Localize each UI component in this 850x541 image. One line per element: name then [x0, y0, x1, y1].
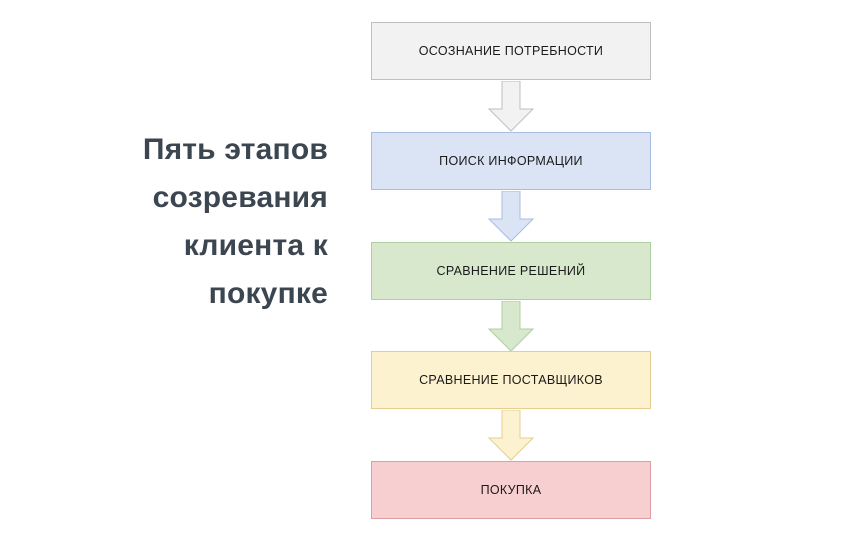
- down-arrow-icon: [488, 81, 534, 132]
- stage-box-purchase[interactable]: ПОКУПКА: [371, 461, 651, 519]
- stage-label: ПОКУПКА: [480, 483, 542, 497]
- stage-label: ПОИСК ИНФОРМАЦИИ: [439, 154, 583, 168]
- stage-box-solution-comparison[interactable]: СРАВНЕНИЕ РЕШЕНИЙ: [371, 242, 651, 300]
- stage-label: ОСОЗНАНИЕ ПОТРЕБНОСТИ: [418, 44, 604, 58]
- stage-label: СРАВНЕНИЕ РЕШЕНИЙ: [436, 264, 586, 278]
- stage-flow: ОСОЗНАНИЕ ПОТРЕБНОСТИ ПОИСК ИНФОРМАЦИИ С…: [371, 22, 651, 520]
- stage-box-awareness[interactable]: ОСОЗНАНИЕ ПОТРЕБНОСТИ: [371, 22, 651, 80]
- down-arrow-icon: [488, 301, 534, 352]
- down-arrow-shape: [488, 301, 534, 352]
- stage-box-information-search[interactable]: ПОИСК ИНФОРМАЦИИ: [371, 132, 651, 190]
- down-arrow-shape: [488, 191, 534, 242]
- page-title: Пять этапов созревания клиента к покупке: [142, 133, 328, 310]
- down-arrow-shape: [488, 81, 534, 132]
- down-arrow-icon: [488, 191, 534, 242]
- stage-label: СРАВНЕНИЕ ПОСТАВЩИКОВ: [419, 373, 603, 387]
- stage-box-vendor-comparison[interactable]: СРАВНЕНИЕ ПОСТАВЩИКОВ: [371, 351, 651, 409]
- down-arrow-shape: [488, 410, 534, 461]
- down-arrow-icon: [488, 410, 534, 461]
